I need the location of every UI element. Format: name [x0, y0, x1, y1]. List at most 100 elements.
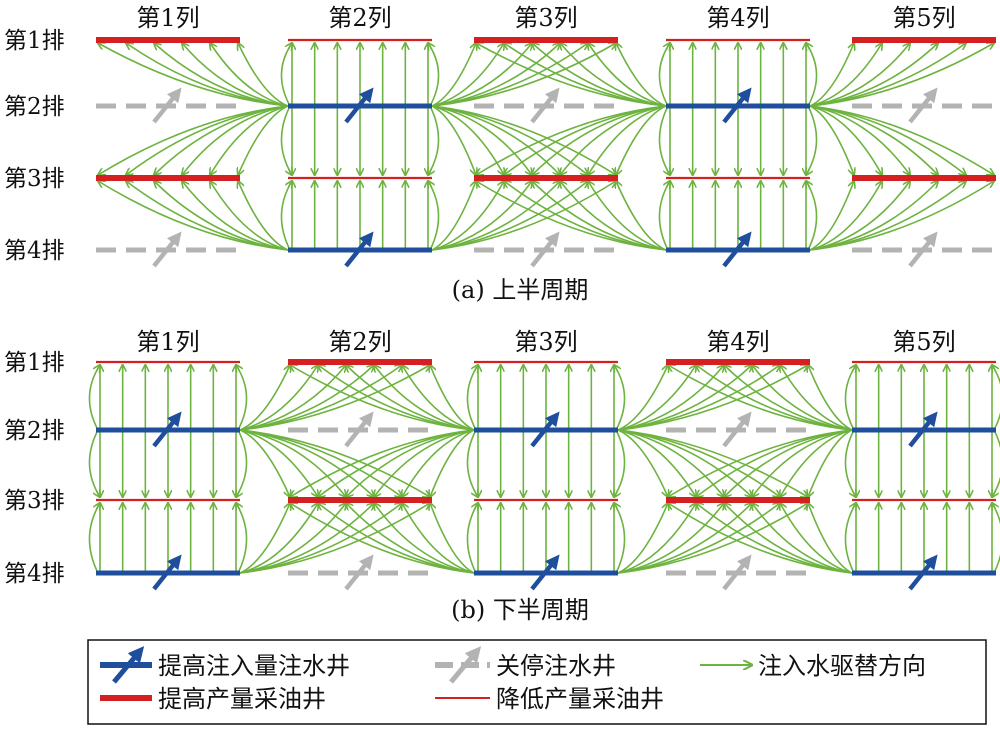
- water-drive-arrow: [210, 43, 289, 107]
- panel-caption: (a) 上半周期: [452, 276, 589, 304]
- water-drive-arrow: [182, 105, 289, 175]
- water-drive-arrow: [616, 43, 667, 107]
- water-drive-arrow: [808, 429, 853, 497]
- water-drive-arrow: [616, 105, 667, 175]
- shut-in-arrow: [908, 231, 938, 268]
- legend-label-increased-production-well: 提高产量采油井: [158, 685, 326, 713]
- water-drive-arrow: [809, 181, 882, 251]
- legend-label-water-drive-direction: 注入水驱替方向: [758, 652, 926, 680]
- water-drive-arrow: [617, 503, 668, 574]
- legend-item-increased-injection-well: 提高注入量注水井: [100, 646, 350, 684]
- water-drive-arrow: [239, 503, 290, 574]
- water-drive-arrow: [560, 105, 667, 175]
- water-drive-arrow: [236, 429, 248, 497]
- water-drive-arrow: [809, 105, 994, 175]
- water-drive-arrow: [428, 43, 440, 107]
- injection-boost-arrow: [344, 231, 374, 268]
- water-drive-arrow: [431, 181, 616, 251]
- water-drive-arrow: [210, 181, 289, 251]
- injection-boost-arrow: [530, 411, 560, 448]
- wells: [96, 359, 996, 591]
- water-drive-arrow: [236, 365, 248, 431]
- water-drive-arrow: [210, 105, 289, 175]
- water-drive-arrow: [658, 43, 670, 107]
- water-drive-arrow: [431, 43, 616, 107]
- water-drive-arrow: [346, 365, 475, 431]
- legend-label-reduced-production-well: 降低产量采油井: [496, 685, 664, 713]
- legend-label-shut-in-injection-well: 关停注水井: [496, 652, 616, 680]
- water-drive-arrow: [809, 181, 854, 251]
- water-drive-arrow: [532, 181, 667, 251]
- shut-in-arrow: [344, 554, 374, 591]
- water-drive-arrow: [808, 365, 853, 431]
- injection-boost-arrow: [908, 554, 938, 591]
- water-drive-arrow: [614, 365, 626, 431]
- water-drive-arrow: [239, 503, 430, 574]
- legend-item-shut-in-injection-well: 关停注水井: [435, 646, 616, 684]
- water-drive-arrow: [239, 365, 430, 431]
- injection-boost-arrow: [908, 411, 938, 448]
- water-drive-arrow: [809, 43, 938, 107]
- water-drive-arrow: [844, 503, 856, 574]
- legend-box: [87, 639, 987, 725]
- water-drive-arrow: [560, 43, 667, 107]
- water-drive-arrow: [806, 43, 818, 107]
- flow-arrows: [88, 365, 1000, 574]
- legend-item-reduced-production-well: 降低产量采油井: [435, 685, 664, 713]
- water-drive-arrow: [617, 365, 668, 431]
- panel-upper-half-cycle: 第1列第2列第3列第4列第5列第1排第2排第3排第4排(a) 上半周期: [4, 4, 996, 304]
- row-label-1: 第1排: [4, 28, 65, 54]
- water-drive-arrow: [808, 503, 853, 574]
- water-drive-arrow: [617, 365, 808, 431]
- water-drive-arrow: [239, 429, 430, 497]
- water-drive-arrow: [428, 105, 440, 175]
- water-drive-arrow: [780, 503, 853, 574]
- shut-in-arrow: [152, 87, 182, 124]
- column-label-1: 第1列: [136, 328, 199, 356]
- water-drive-arrow: [466, 503, 478, 574]
- water-drive-arrow: [844, 429, 856, 497]
- water-drive-arrow: [476, 105, 667, 175]
- water-drive-arrow: [617, 503, 808, 574]
- row-label-4: 第4排: [4, 561, 65, 587]
- water-drive-arrow: [844, 365, 856, 431]
- water-drive-arrow: [992, 429, 1000, 497]
- water-drive-arrow: [588, 43, 667, 107]
- water-drive-arrow: [98, 105, 289, 175]
- row-label-2: 第2排: [4, 94, 65, 120]
- shut-in-arrow: [530, 87, 560, 124]
- water-drive-arrow: [806, 181, 818, 251]
- legend-label-increased-injection-well: 提高注入量注水井: [158, 652, 350, 680]
- water-drive-arrow: [466, 365, 478, 431]
- water-drive-arrow: [236, 503, 248, 574]
- water-drive-arrow: [239, 365, 290, 431]
- shut-in-arrow: [530, 231, 560, 268]
- water-drive-arrow: [616, 181, 667, 251]
- shut-in-arrow: [722, 554, 752, 591]
- shut-in-arrow: [152, 231, 182, 268]
- water-drive-arrow: [98, 181, 289, 251]
- water-drive-arrow: [617, 429, 808, 497]
- water-drive-arrow: [154, 105, 289, 175]
- water-drive-arrow: [752, 503, 853, 574]
- water-drive-arrow: [98, 43, 289, 107]
- shut-in-arrow: [722, 411, 752, 448]
- water-drive-arrow: [280, 43, 292, 107]
- water-drive-arrow: [809, 43, 882, 107]
- water-drive-arrow: [614, 503, 626, 574]
- injection-boost-arrow: [722, 231, 752, 268]
- water-drive-arrow: [476, 43, 667, 107]
- water-drive-arrow: [992, 503, 1000, 574]
- water-drive-arrow: [88, 503, 100, 574]
- water-drive-arrow: [238, 43, 289, 107]
- water-drive-arrow: [346, 429, 475, 497]
- panel-lower-half-cycle: 第1列第2列第3列第4列第5列第1排第2排第3排第4排(b) 下半周期: [4, 328, 1000, 624]
- injection-boost-arrow: [152, 554, 182, 591]
- water-drive-arrow: [431, 181, 476, 251]
- water-drive-arrow: [428, 181, 440, 251]
- water-drive-arrow: [238, 181, 289, 251]
- water-drive-arrow: [532, 105, 667, 175]
- water-drive-arrow: [724, 365, 853, 431]
- water-drive-arrow: [476, 181, 667, 251]
